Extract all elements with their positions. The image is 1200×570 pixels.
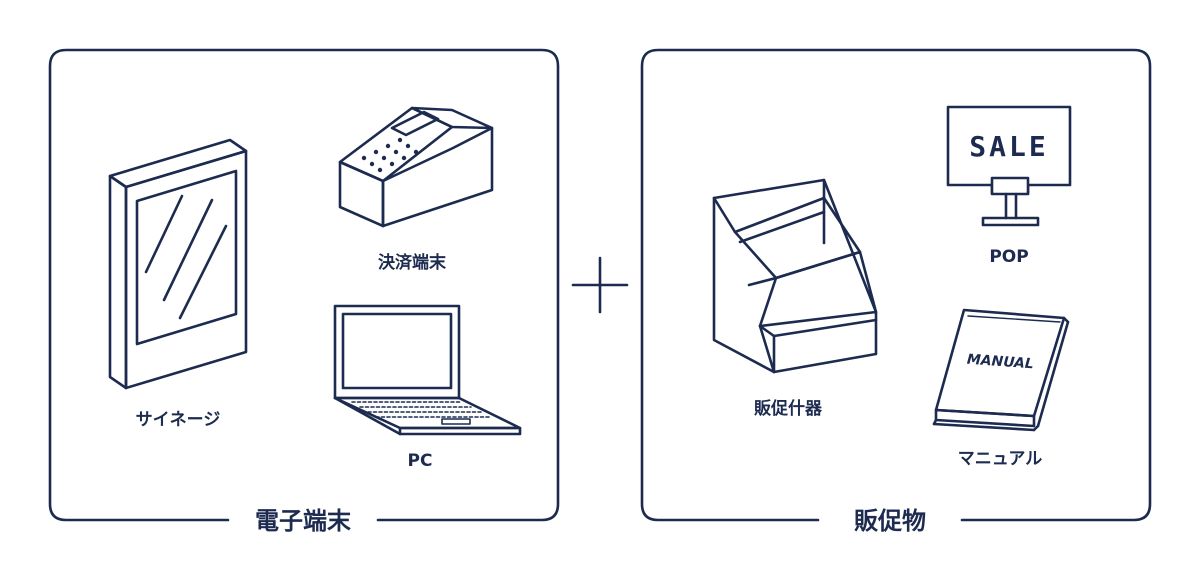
signage-icon <box>108 138 248 390</box>
promo-group-frame <box>640 48 1152 522</box>
manual-book-icon <box>932 308 1070 432</box>
electronic-group-title: 電子端末 <box>255 507 352 535</box>
pop-label: POP <box>989 247 1028 267</box>
manual-label: マニュアル <box>958 449 1043 469</box>
laptop-icon <box>333 304 522 436</box>
fixture-label: 販促什器 <box>754 398 823 419</box>
signage-label: サイネージ <box>136 410 221 430</box>
pc-label: PC <box>408 451 433 471</box>
promo-group-title: 販促物 <box>854 507 926 535</box>
payment-terminal-icon <box>338 106 494 228</box>
manual-cover-text: MANUAL <box>966 352 1034 373</box>
payment-terminal-label: 決済端末 <box>378 252 447 273</box>
sales-fixture-icon <box>712 178 878 374</box>
plus-icon <box>571 256 629 314</box>
pop-sign-icon <box>946 105 1072 227</box>
pop-sign-text: SALE <box>969 130 1048 163</box>
keypad <box>361 137 419 173</box>
keyboard <box>351 401 492 425</box>
electronic-group-frame <box>48 48 560 522</box>
